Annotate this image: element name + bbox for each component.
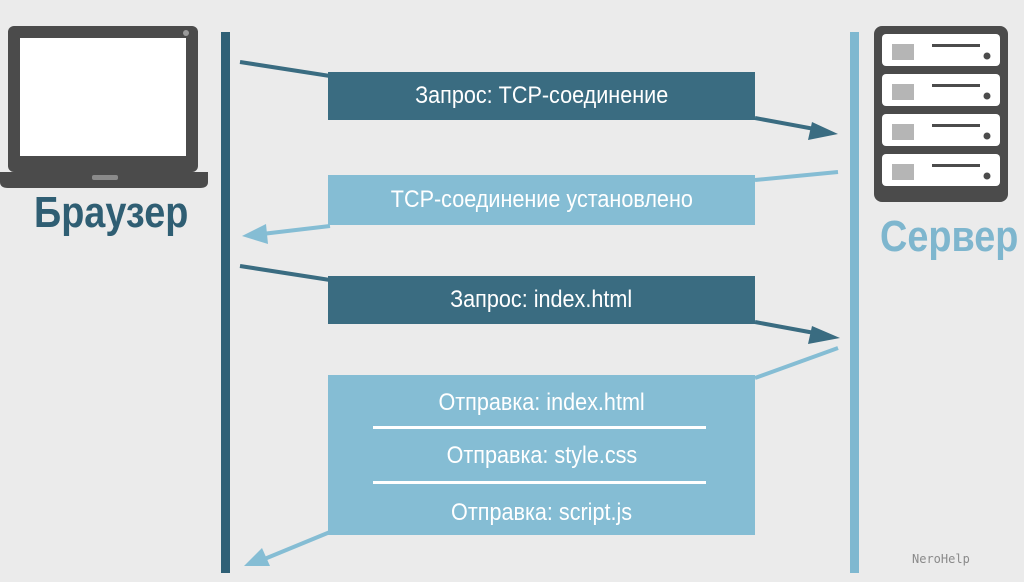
watermark: NeroHelp (912, 552, 970, 566)
divider (373, 426, 706, 429)
arrow-request-tcp (239, 60, 838, 140)
server-rack-icon (874, 26, 1008, 202)
browser-label: Браузер (34, 188, 189, 237)
message-tcp-established: TCP-соединение установлено (328, 175, 755, 225)
server-lifeline (850, 32, 859, 573)
response-item: Отправка: index.html (328, 389, 755, 417)
message-text: TCP-соединение установлено (390, 186, 693, 213)
browser-lifeline (221, 32, 230, 573)
response-box: Отправка: index.html Отправка: style.css… (328, 375, 755, 535)
server-label: Сервер (880, 212, 1019, 261)
message-text: Запрос: index.html (450, 286, 633, 313)
response-text: Отправка: script.js (450, 499, 633, 526)
laptop-icon (0, 26, 208, 188)
response-item: Отправка: style.css (328, 442, 755, 470)
arrow-tcp-established (242, 170, 839, 244)
message-request-tcp: Запрос: TCP-соединение (328, 72, 755, 120)
arrow-responses (244, 346, 839, 566)
message-request-index: Запрос: index.html (328, 276, 755, 324)
arrow-request-index (239, 264, 840, 344)
response-text: Отправка: style.css (446, 442, 637, 469)
response-item: Отправка: script.js (328, 499, 755, 527)
message-text: Запрос: TCP-соединение (414, 82, 669, 109)
response-text: Отправка: index.html (438, 389, 645, 416)
divider (373, 481, 706, 484)
